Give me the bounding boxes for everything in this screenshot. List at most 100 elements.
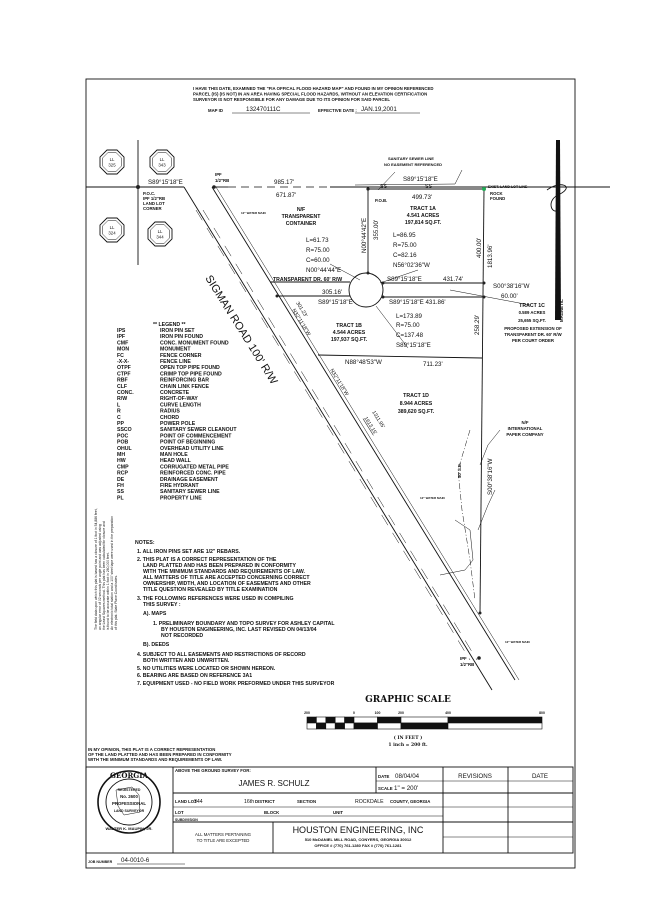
curve-data: C=137.48: [396, 332, 424, 339]
date-label: DATE: [378, 774, 390, 779]
curve-data: R=75.00: [393, 242, 417, 249]
legend-description: CONCRETE: [160, 390, 190, 396]
svg-text:LL: LL: [160, 157, 165, 162]
tract-1d-label: 8.944 ACRES: [400, 401, 433, 407]
scale-bar-segment: [344, 716, 355, 724]
land-lot-344: LL 344: [147, 221, 173, 247]
seal-text: PROFESSIONAL: [112, 801, 146, 806]
note-line: 4. SUBJECT TO ALL EASEMENTS AND RESTRICT…: [137, 652, 306, 658]
note-line: NOT RECORDED: [161, 633, 203, 639]
note-line: BY HOUSTON ENGINEERING, INC. LAST REVISE…: [161, 627, 317, 633]
legend-description: DRAINAGE EASEMENT: [160, 477, 219, 483]
legend-code: FC: [117, 353, 124, 359]
scale-tick-label: 400: [445, 711, 451, 715]
effective-date-value: JAN.19,2001: [361, 106, 397, 113]
district-label: DISTRICT: [255, 799, 275, 804]
legend-code: CTPF: [117, 371, 131, 377]
scale-tick-label: 0: [353, 711, 355, 715]
svg-text:344: 344: [156, 235, 164, 240]
legend-description: CONC. MONUMENT FOUND: [160, 340, 229, 346]
legend-code: CMP: [117, 464, 129, 470]
scale-bar-segment: [353, 722, 378, 730]
bearing-label: N88°48'53"W: [345, 359, 382, 366]
job-number-label: JOB NUMBER: [88, 860, 113, 864]
effective-date-label: EFFECTIVE DATE :: [318, 108, 357, 113]
curve-data: C=82.16: [393, 252, 417, 259]
sewer-label: SS: [380, 184, 387, 190]
bearing-label: S00°38'16"W: [487, 458, 494, 495]
svg-text:LL: LL: [110, 157, 115, 162]
legend-description: OVERHEAD UTILITY LINE: [160, 446, 224, 452]
flood-note-line: I HAVE THIS DATE, EXAMINED THE "FIA OFFI…: [193, 86, 434, 91]
notes-title: NOTES:: [135, 540, 155, 546]
water-main-label: 12" WATER MAIN: [420, 496, 445, 500]
closure-statement: The field data upon which this plat is b…: [94, 508, 118, 630]
graphic-scale-ratio: 1 inch = 200 ft.: [388, 742, 428, 748]
legend-description: IRON PIN SET: [160, 328, 195, 334]
legend-description: CHORD: [160, 415, 179, 421]
legend-description: SANITARY SEWER CLEANOUT: [160, 427, 237, 433]
scale-bar-segment: [344, 722, 355, 730]
legend-code: PL: [117, 495, 124, 501]
scale-bar-segment: [306, 716, 317, 724]
block-label: BLOCK: [264, 810, 280, 815]
legend-description: IRON PIN FOUND: [160, 334, 203, 340]
note-line: A). MAPS: [143, 611, 167, 617]
legend-code: -X-X-: [117, 359, 129, 365]
ipf-label: IPF: [215, 172, 222, 177]
svg-text:IN MY OPINION, THIS PLAT IS A: IN MY OPINION, THIS PLAT IS A CORRECT RE…: [88, 747, 215, 752]
legend-description: PROPERTY LINE: [160, 495, 202, 501]
legend-code: L: [117, 402, 121, 408]
graphic-scale-units: ( IN FEET ): [394, 734, 423, 741]
distance-label: 355.00': [373, 220, 380, 240]
scale-label: SCALE: [378, 786, 393, 791]
revision-date-header: DATE: [532, 773, 548, 780]
legend-description: HEAD WALL: [160, 458, 192, 464]
note-line: 2. THIS PLAT IS A CORRECT REPRESENTATION…: [137, 557, 277, 563]
tract-1c-label: PROPOSED EXTENSION OF: [504, 326, 562, 331]
district-value: 16th: [244, 799, 254, 805]
svg-text:325: 325: [108, 163, 116, 168]
surveyor-seal: GEORGIA REGISTERED No. 2600 PROFESSIONAL…: [97, 770, 161, 834]
scale-bar-segment: [377, 722, 402, 730]
county-value: ROCKDALE: [355, 799, 384, 805]
note-line: B). DEEDS: [143, 642, 170, 648]
client-name: JAMES R. SCHULZ: [238, 779, 309, 788]
curve-data: R=75.00: [306, 247, 330, 254]
map-id-label: MAP ID: [208, 108, 223, 113]
legend-description: MONUMENT: [160, 347, 191, 353]
distance-label: 1813.96': [487, 244, 494, 268]
adjoiner-label: TRANSPARENT: [282, 214, 322, 220]
legend-description: MAN HOLE: [160, 452, 188, 458]
tract-1c-label: 0.589 ACRES: [519, 310, 546, 315]
tract-1c-label: TRANSPARENT DR. 60' R/W: [504, 332, 562, 337]
legend-code: POB: [117, 440, 128, 446]
seal-text: No. 2600: [120, 794, 138, 799]
bearing-label: S89°15'18"E: [318, 299, 353, 306]
company-name: HOUSTON ENGINEERING, INC: [293, 825, 424, 835]
svg-text:WITH THE MINIMUM STANDARDS AND: WITH THE MINIMUM STANDARDS AND REQUIREME…: [88, 757, 222, 762]
legend-description: CRIMP TOP PIPE FOUND: [160, 371, 222, 377]
land-lot-324: LL 324: [99, 217, 125, 243]
legend-code: FH: [117, 483, 124, 489]
adjoiner-label: PAPER COMPANY: [506, 432, 543, 437]
tract-1a-label: 4.541 ACRES: [407, 213, 440, 219]
subdivision-label: SUBDIVISION: [175, 818, 198, 822]
note-line: 1. ALL IRON PINS SET ARE 1/2" REBARS.: [137, 549, 241, 555]
svg-text:The field data upon which this: The field data upon which this plat is b…: [94, 508, 98, 630]
north-arrow-icon: MAGNETIC: [546, 140, 567, 322]
legend-description: OPEN TOP PIPE FOUND: [160, 365, 220, 371]
bearing-label: S89°15'18"E: [387, 276, 422, 283]
title-note: TO TITLE ARE EXCEPTED: [197, 838, 250, 843]
distance-label: 60.00': [501, 293, 518, 300]
note-line: ALL MATTERS OF TITLE ARE ACCEPTED CONCER…: [143, 575, 310, 581]
curve-data: N56°02'36"W: [393, 262, 430, 269]
legend-code: DE: [117, 477, 125, 483]
tract-1d-label: TRACT 1D: [403, 393, 429, 399]
seal-text: LAND SURVEYOR: [114, 809, 145, 813]
distance-label: 985.17': [274, 179, 294, 186]
note-line: 3. THE FOLLOWING REFERENCES WERE USED IN…: [137, 596, 294, 602]
svg-text:324: 324: [108, 231, 116, 236]
legend-description: RADIUS: [160, 409, 180, 415]
